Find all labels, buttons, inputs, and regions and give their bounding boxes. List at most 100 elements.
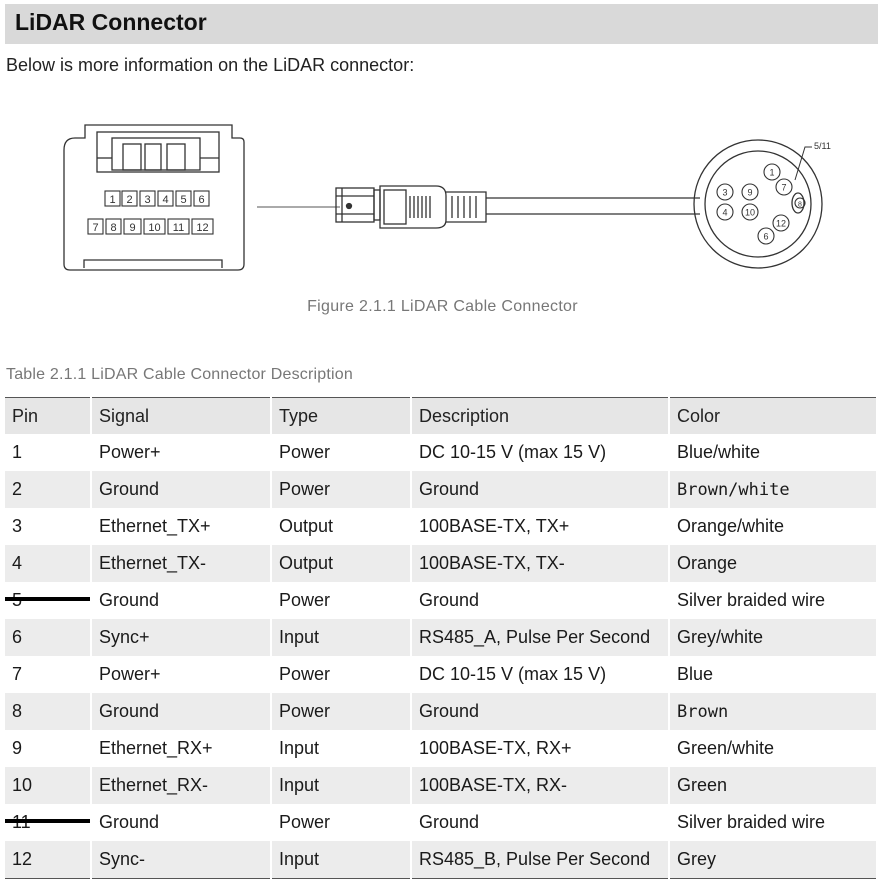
cell-color: Silver braided wire: [669, 804, 876, 841]
cell-type: Input: [271, 767, 412, 804]
cell-pin: 6: [5, 619, 92, 656]
section-title-bar: LiDAR Connector: [5, 4, 878, 44]
round-pin: [772, 214, 790, 232]
cell-pin: 3: [5, 508, 92, 545]
top-pin-label: 4: [162, 194, 168, 206]
round-pin-label: 12: [776, 219, 786, 229]
bottom-pin-box: [105, 218, 122, 235]
col-header-color: Color: [669, 397, 876, 434]
cell-color: Grey: [669, 841, 876, 879]
bottom-pin-label: 11: [173, 222, 184, 234]
cell-signal: Power+: [91, 434, 272, 471]
round-pin: [775, 178, 793, 196]
cell-signal: Ethernet_RX-: [91, 767, 272, 804]
bottom-pin-box: [123, 218, 142, 235]
cell-pin: 7: [5, 656, 92, 693]
cell-description: 100BASE-TX, TX-: [411, 545, 670, 582]
top-pin-box: [104, 190, 121, 207]
cell-description: Ground: [411, 804, 670, 841]
figure-caption: Figure 2.1.1 LiDAR Cable Connector: [307, 298, 578, 315]
round-pin-label: 6: [763, 232, 768, 242]
rj45-plug: [335, 185, 700, 229]
callout-label: 5/11: [814, 141, 831, 151]
top-pin-box: [139, 190, 156, 207]
cell-type: Output: [271, 508, 412, 545]
cell-type: Power: [271, 656, 412, 693]
section-title: LiDAR Connector: [15, 9, 207, 35]
cell-pin: 5: [5, 582, 92, 619]
cell-color: Green/white: [669, 730, 876, 767]
cell-pin: 10: [5, 767, 92, 804]
round-pin-label: 8: [798, 202, 802, 209]
top-pin-box: [175, 190, 192, 207]
cell-type: Input: [271, 619, 412, 656]
cell-description: Ground: [411, 471, 670, 508]
table-header-row: Pin Signal Type Description Color: [5, 397, 876, 434]
top-pin-label: 2: [126, 194, 132, 206]
cell-description: Ground: [411, 582, 670, 619]
cell-pin: 1: [5, 434, 92, 471]
cell-signal: Sync-: [91, 841, 272, 879]
round-pin: [716, 183, 734, 201]
cell-type: Power: [271, 582, 412, 619]
cell-color: Grey/white: [669, 619, 876, 656]
col-header-pin: Pin: [5, 397, 92, 434]
cell-type: Output: [271, 545, 412, 582]
cell-description: 100BASE-TX, TX+: [411, 508, 670, 545]
round-pin: [716, 203, 734, 221]
top-pin-box: [157, 190, 174, 207]
cell-type: Input: [271, 730, 412, 767]
cell-color: Orange/white: [669, 508, 876, 545]
table-caption: Table 2.1.1 LiDAR Cable Connector Descri…: [6, 366, 353, 383]
cell-color: Silver braided wire: [669, 582, 876, 619]
top-pin-label: 1: [109, 194, 115, 206]
round-pin: [741, 203, 759, 221]
top-pin-label: 5: [180, 194, 186, 206]
bottom-pin-box: [191, 218, 214, 235]
cell-type: Power: [271, 693, 412, 730]
bottom-pin-box: [167, 218, 190, 235]
bottom-pin-label: 9: [129, 222, 135, 234]
cell-description: 100BASE-TX, RX+: [411, 730, 670, 767]
round-pin: [757, 227, 775, 245]
cell-color: Green: [669, 767, 876, 804]
round-pin-label: 1: [769, 168, 774, 178]
rectangular-connector-face: [63, 124, 245, 271]
bottom-pin-label: 12: [196, 222, 208, 234]
top-pin-label: 6: [198, 194, 204, 206]
cell-color: Blue: [669, 656, 876, 693]
col-header-type: Type: [271, 397, 412, 434]
round-pin-label: 10: [745, 208, 755, 218]
cell-color: Brown: [669, 693, 876, 730]
cell-signal: Ethernet_RX+: [91, 730, 272, 767]
table-row: 11GroundPowerGroundSilver braided wire: [5, 804, 876, 841]
round-pin-label: 7: [781, 183, 786, 193]
cell-pin: 11: [5, 804, 92, 841]
col-header-signal: Signal: [91, 397, 272, 434]
cell-signal: Ethernet_TX-: [91, 545, 272, 582]
cell-description: Ground: [411, 693, 670, 730]
bottom-pin-label: 10: [148, 222, 160, 234]
cell-color: Blue/white: [669, 434, 876, 471]
cell-description: DC 10-15 V (max 15 V): [411, 656, 670, 693]
round-pin: [763, 163, 781, 181]
cell-pin: 12: [5, 841, 92, 879]
cell-signal: Ethernet_TX+: [91, 508, 272, 545]
round-connector: [693, 139, 823, 269]
cell-signal: Ground: [91, 804, 272, 841]
cell-description: 100BASE-TX, RX-: [411, 767, 670, 804]
cell-description: RS485_B, Pulse Per Second: [411, 841, 670, 879]
top-pin-box: [121, 190, 138, 207]
round-pin-label: 3: [722, 188, 727, 198]
